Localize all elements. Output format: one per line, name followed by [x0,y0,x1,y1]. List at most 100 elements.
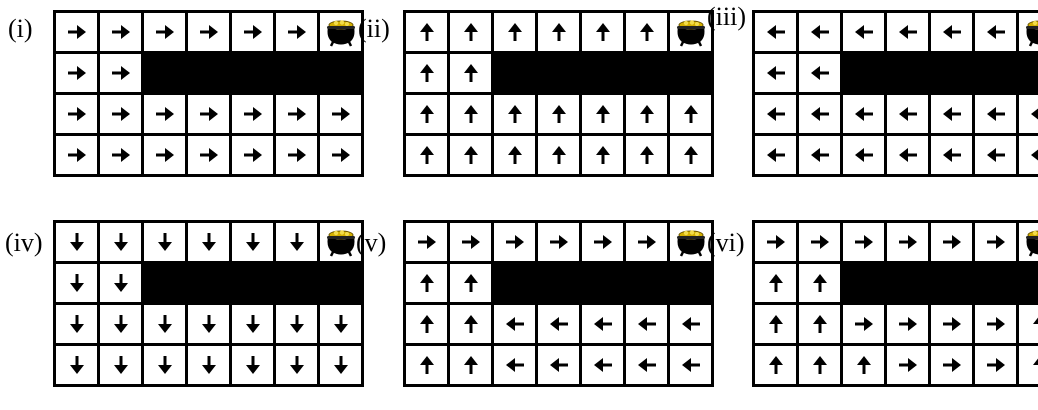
arrow-up-icon [503,102,527,126]
policy-cell [626,223,667,261]
policy-cell [538,223,579,261]
wall-cell [276,54,317,92]
arrow-down-icon [241,312,265,336]
arrow-left-icon [503,312,527,336]
wall-cell [276,264,317,302]
arrow-up-icon [459,312,483,336]
policy-cell [100,223,141,261]
arrow-up-icon [1028,312,1038,336]
wall-cell [144,54,185,92]
wall-cell [887,264,928,302]
arrow-left-icon [547,353,571,377]
panel-iii: (iii) [693,10,1038,200]
policy-cell [799,346,840,384]
arrow-up-icon [415,271,439,295]
policy-cell [406,264,447,302]
arrow-right-icon [153,102,177,126]
panel-label: (vi) [707,230,745,256]
arrow-up-icon [591,143,615,167]
wall-cell [626,54,667,92]
arrow-right-icon [65,20,89,44]
policy-cell [232,95,273,133]
arrow-up-icon [503,143,527,167]
policy-cell [755,95,796,133]
arrow-up-icon [415,61,439,85]
arrow-right-icon [109,20,133,44]
policy-cell [188,136,229,174]
policy-cell [494,95,535,133]
panel-iv: (iv) [0,220,345,410]
arrow-down-icon [109,230,133,254]
policy-cell [494,13,535,51]
wall-cell [232,264,273,302]
policy-cell [406,13,447,51]
arrow-right-icon [896,230,920,254]
policy-cell [626,95,667,133]
arrow-down-icon [197,312,221,336]
wall-cell [931,54,972,92]
arrow-right-icon [635,230,659,254]
policy-cell [799,95,840,133]
policy-cell [975,136,1016,174]
policy-cell [144,223,185,261]
arrow-right-icon [153,143,177,167]
policy-cell [887,136,928,174]
arrow-down-icon [241,230,265,254]
policy-grid [752,10,1038,177]
arrow-right-icon [109,102,133,126]
arrow-down-icon [241,353,265,377]
policy-grid [53,220,364,387]
wall-cell [538,264,579,302]
arrow-right-icon [65,143,89,167]
policy-cell [887,305,928,343]
arrow-left-icon [808,61,832,85]
arrow-up-icon [415,143,439,167]
arrow-right-icon [197,20,221,44]
panel-label: (v) [356,230,386,256]
policy-cell [276,95,317,133]
policy-cell [582,346,623,384]
policy-cell [843,346,884,384]
policy-cell [276,223,317,261]
policy-cell [755,346,796,384]
policy-cell [188,13,229,51]
wall-cell [494,54,535,92]
policy-cell [931,346,972,384]
arrow-up-icon [547,102,571,126]
policy-cell [582,95,623,133]
arrow-right-icon [153,20,177,44]
policy-cell [56,346,97,384]
policy-cell [406,305,447,343]
policy-cell [931,223,972,261]
policy-cell [406,136,447,174]
policy-cell [232,223,273,261]
policy-cell [276,136,317,174]
policy-cell [843,13,884,51]
arrow-up-icon [459,271,483,295]
panel-label: (iv) [5,230,43,256]
arrow-right-icon [197,102,221,126]
policy-cell [975,95,1016,133]
wall-cell [188,264,229,302]
arrow-left-icon [808,143,832,167]
policy-cell [931,13,972,51]
arrow-down-icon [65,271,89,295]
arrow-left-icon [852,143,876,167]
arrow-left-icon [940,20,964,44]
policy-cell [887,346,928,384]
policy-cell [144,13,185,51]
wall-cell [582,264,623,302]
policy-grid [403,10,714,177]
arrow-right-icon [984,230,1008,254]
policy-cell [582,223,623,261]
arrow-right-icon [764,230,788,254]
policy-cell [755,13,796,51]
arrow-up-icon [415,102,439,126]
arrow-up-icon [415,353,439,377]
arrow-left-icon [635,353,659,377]
arrow-right-icon [940,312,964,336]
wall-cell [538,54,579,92]
panel-i: (i) [0,10,345,200]
panel-v: (v) [345,220,690,410]
policy-cell [232,13,273,51]
